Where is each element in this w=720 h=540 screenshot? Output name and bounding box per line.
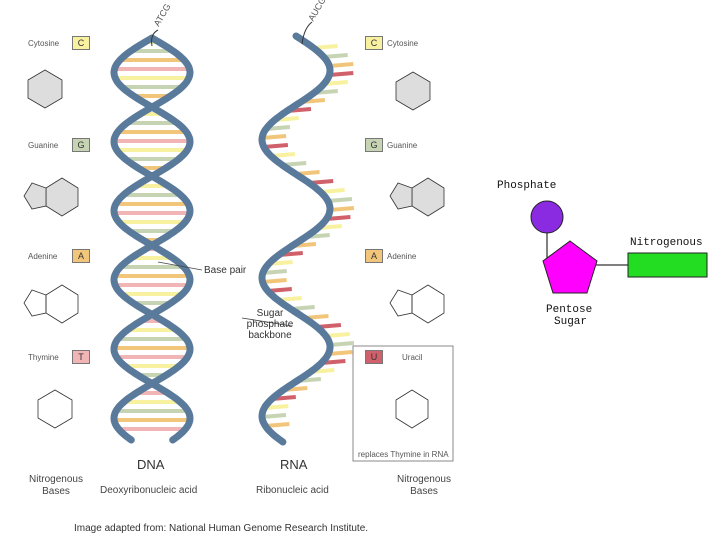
rna-backbone xyxy=(258,32,334,446)
image-credit: Image adapted from: National Human Genom… xyxy=(74,523,369,534)
sugar-label: Sugar xyxy=(554,316,588,328)
left-base-name-adenine: Adenine xyxy=(28,252,58,261)
rna-sequence-arrow xyxy=(301,21,313,45)
adenine-structure-right xyxy=(389,284,445,324)
uracil-structure xyxy=(395,389,429,429)
base-pair-callout: Base pair xyxy=(204,265,247,276)
right-base-name-cytosine: Cytosine xyxy=(387,39,419,48)
left-base-box-a: A xyxy=(72,249,90,263)
pentose-label: Pentose xyxy=(546,304,593,316)
adenine-structure-left xyxy=(23,284,79,324)
rna-base xyxy=(328,350,353,356)
backbone-callout-2: phosphate xyxy=(246,319,294,330)
rna-base xyxy=(329,341,355,347)
dna-backbone xyxy=(110,34,194,444)
rna-base xyxy=(261,413,287,419)
right-base-name-guanine: Guanine xyxy=(387,141,418,150)
rna-base xyxy=(262,278,287,284)
rna-base xyxy=(329,206,355,212)
backbone-callout-line xyxy=(241,317,293,327)
dna-strand-b xyxy=(110,34,194,444)
cytosine-structure-left xyxy=(27,69,63,109)
dna-full-name: Deoxyribonucleic acid xyxy=(100,485,198,496)
nitrogenous-bases-left-1: Nitrogenous xyxy=(29,474,83,485)
rna-title: RNA xyxy=(280,457,308,472)
dna-strand-a xyxy=(110,34,194,444)
right-base-name-adenine: Adenine xyxy=(387,252,417,261)
left-base-box-t: T xyxy=(72,350,90,364)
nitrogenous-bases-left-2: Bases xyxy=(42,486,70,497)
left-base-name-thymine: Thymine xyxy=(28,353,59,362)
left-base-name-guanine: Guanine xyxy=(28,141,59,150)
pentose-pentagon xyxy=(542,240,598,294)
uracil-note: replaces Thymine in RNA xyxy=(358,450,449,459)
left-base-box-g: G xyxy=(72,138,90,152)
phosphate-label: Phosphate xyxy=(497,180,557,192)
rna-base xyxy=(329,62,354,68)
backbone-callout-1: Sugar xyxy=(256,308,284,319)
rna-base xyxy=(327,197,353,203)
left-base-box-c: C xyxy=(72,36,90,50)
thymine-structure-left xyxy=(37,389,73,429)
dna-sequence-arrow xyxy=(151,29,159,47)
uracil-panel xyxy=(352,345,454,462)
nitrogenous-bases-right-2: Bases xyxy=(410,486,438,497)
rna-base xyxy=(263,143,289,149)
dna-base-pairs xyxy=(114,40,190,431)
cytosine-structure-right xyxy=(395,71,431,111)
nitrogenous-label: Nitrogenous xyxy=(630,237,703,249)
phosphate-circle xyxy=(530,200,564,234)
right-base-name-uracil: Uracil xyxy=(402,353,423,362)
right-base-box-g: G xyxy=(365,138,383,152)
nitrogenous-bases-right-1: Nitrogenous xyxy=(397,474,451,485)
base-pair-callout-line xyxy=(157,261,203,271)
nitrogenous-base-rect xyxy=(627,252,708,278)
rna-base xyxy=(261,134,287,140)
right-base-box-u: U xyxy=(365,350,383,364)
rna-full-name: Ribonucleic acid xyxy=(256,485,329,496)
rna-strand xyxy=(258,32,334,446)
backbone-callout-3: backbone xyxy=(248,330,292,341)
left-base-name-cytosine: Cytosine xyxy=(28,39,60,48)
guanine-structure-left xyxy=(23,177,79,217)
right-base-box-c: C xyxy=(365,36,383,50)
right-base-box-a: A xyxy=(365,249,383,263)
rna-base xyxy=(329,71,354,77)
guanine-structure-right xyxy=(389,177,445,217)
rna-base xyxy=(262,269,287,275)
dna-title: DNA xyxy=(137,457,165,472)
